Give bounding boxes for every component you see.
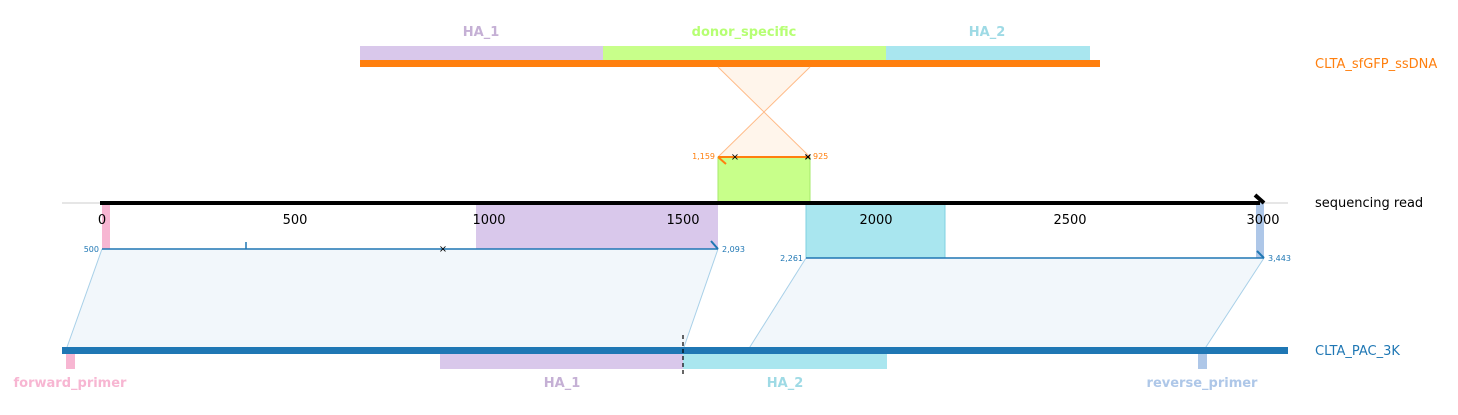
read-donor-specific-block [717, 156, 811, 203]
donor-feature-donor-specific-label: donor_specific [692, 25, 797, 40]
reference-reverse-primer-block [1198, 350, 1207, 369]
read-forward-primer-block [102, 203, 110, 249]
read-arrowhead [1253, 193, 1266, 205]
reference-alignment-2-edge-left [747, 257, 807, 351]
reference-alignment-2-edge-right [1203, 257, 1265, 351]
reference-ha1-label: HA_1 [544, 376, 581, 391]
reference-forward-primer-label: forward_primer [14, 376, 128, 391]
reference-reverse-primer-label: reverse_primer [1147, 376, 1259, 391]
donor-projection-edge-2 [717, 66, 811, 158]
read-tick-2500: 2500 [1053, 213, 1086, 228]
donor-alignment-mismatch-2: × [804, 152, 812, 163]
reference-ha2-block [683, 350, 887, 369]
reference-alignment-2-start-label: 2,261 [780, 254, 803, 263]
donor-alignment-strand-tick [717, 156, 727, 165]
donor-line [360, 60, 1100, 67]
reference-alignment-1-end-label: 2,093 [722, 245, 745, 254]
read-tick-2000: 2000 [859, 213, 892, 228]
reference-alignment-1-edge-left [65, 248, 103, 351]
read-tick-1500: 1500 [666, 213, 699, 228]
donor-alignment-mismatch-1: × [731, 152, 739, 163]
donor-feature-ha2-block [886, 46, 1090, 61]
reference-forward-primer-block [66, 350, 75, 369]
reference-alignment-2-end-label: 3,443 [1268, 254, 1291, 263]
reference-ha1-block [440, 350, 683, 369]
read-tick-0: 0 [98, 213, 106, 228]
read-tick-1000: 1000 [472, 213, 505, 228]
donor-feature-ha1-block [360, 46, 603, 61]
donor-alignment-end-label: 925 [813, 152, 828, 161]
reference-line [62, 347, 1288, 354]
donor-feature-ha2-label: HA_2 [969, 25, 1006, 40]
donor-alignment-start-label: 1,159 [692, 152, 715, 161]
donor-feature-ha1-label: HA_1 [463, 25, 500, 40]
reference-ha2-label: HA_2 [767, 376, 804, 391]
read-name: sequencing read [1315, 196, 1423, 211]
read-reverse-primer-block [1256, 203, 1264, 258]
read-ha2-block [805, 202, 946, 259]
donor-name: CLTA_sfGFP_ssDNA [1315, 57, 1437, 72]
read-tick-500: 500 [283, 213, 308, 228]
reference-alignment-1-strand-tick [710, 240, 719, 250]
reference-name: CLTA_PAC_3K [1315, 344, 1400, 359]
read-ha1-block [476, 203, 718, 249]
read-tick-3000: 3000 [1246, 213, 1279, 228]
reference-alignment-1-mismatch: × [439, 244, 447, 255]
reference-alignment-2-strand-tick [1256, 250, 1265, 259]
donor-feature-donor-specific-block [603, 46, 886, 61]
reference-alignment-1-projection [66, 249, 718, 350]
read-ticks: 0 500 1000 1500 2000 2500 3000 [98, 213, 1280, 228]
reference-alignment-1-start-label: 500 [84, 245, 99, 254]
reference-alignment-1-edge-right [682, 248, 719, 351]
reference-alignment-2-projection [748, 258, 1264, 350]
